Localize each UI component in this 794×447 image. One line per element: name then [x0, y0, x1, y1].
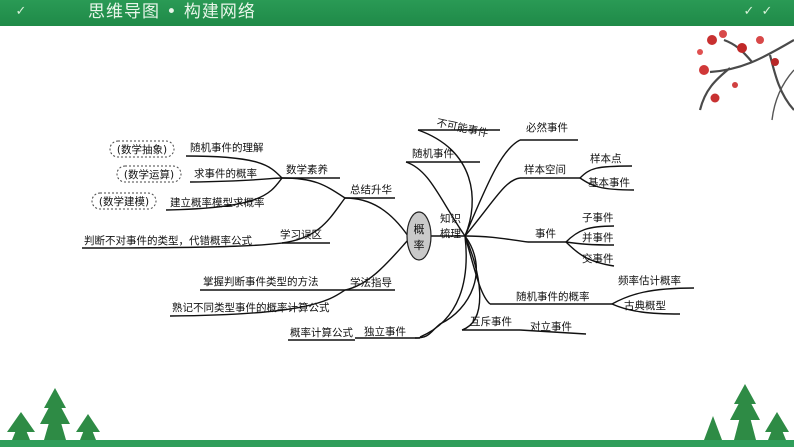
badge-abstraction: [109, 140, 175, 158]
badge-computation-text: (数学运算): [124, 168, 174, 181]
check-mark-icon: ✓: [761, 4, 773, 19]
knowledge-label-line2: 梳理: [440, 227, 461, 240]
literacy-item-3: 建立概率模型求概率: [170, 196, 265, 209]
random-event-label: 随机事件: [412, 147, 454, 160]
opposite-event-label: 对立事件: [530, 320, 572, 333]
sub-event-label: 子事件: [582, 211, 614, 224]
independent-event-label: 独立事件: [364, 325, 406, 338]
badge-computation: [116, 165, 182, 183]
sample-point-label: 样本点: [590, 152, 622, 165]
random-event-probability-label: 随机事件的概率: [516, 290, 590, 303]
pitfall-item: 判断不对事件的类型，代错概率公式: [84, 234, 252, 247]
badge-modeling: [91, 192, 157, 210]
basic-event-label: 基本事件: [588, 176, 630, 189]
math-literacy-label: 数学素养: [286, 163, 328, 176]
center-node: [406, 211, 432, 261]
center-label-line2: 率: [414, 238, 425, 252]
check-mark-icon: ✓: [743, 4, 755, 19]
union-event-label: 并事件: [582, 231, 614, 244]
impossible-event-label: 不可能事件: [435, 116, 489, 140]
literacy-item-2: 求事件的概率: [194, 167, 257, 180]
header-bar: 思维导图 • 构建网络 ✓ ✓ ✓: [0, 0, 794, 26]
method-item-1: 掌握判断事件类型的方法: [203, 275, 319, 288]
certain-event-label: 必然事件: [526, 121, 568, 134]
plum-blossom-decoration: [697, 30, 794, 121]
event-label: 事件: [535, 227, 556, 240]
knowledge-label-line1: 知识: [440, 212, 461, 225]
tree-decoration: [7, 384, 789, 440]
check-mark-icon: ✓: [15, 4, 27, 19]
branch-summary-label: 总结升华: [350, 183, 392, 196]
page-title: 思维导图 • 构建网络: [88, 2, 256, 22]
frequency-estimate-label: 频率估计概率: [618, 274, 681, 287]
probability-formula-label: 概率计算公式: [290, 326, 353, 339]
literacy-item-1: 随机事件的理解: [190, 141, 264, 154]
connector-lines: [81, 129, 695, 341]
sample-space-label: 样本空间: [524, 163, 566, 176]
intersection-event-label: 交事件: [582, 252, 614, 265]
mutually-exclusive-label: 互斥事件: [470, 315, 512, 328]
badge-modeling-text: (数学建模): [99, 195, 149, 208]
branch-method-label: 学法指导: [350, 276, 392, 289]
pitfalls-label: 学习误区: [280, 228, 322, 241]
method-item-2: 熟记不同类型事件的概率计算公式: [172, 301, 330, 314]
classical-model-label: 古典概型: [624, 299, 666, 312]
badge-abstraction-text: (数学抽象): [117, 143, 167, 156]
footer-bar: [0, 440, 794, 447]
center-label-line1: 概: [414, 223, 425, 236]
